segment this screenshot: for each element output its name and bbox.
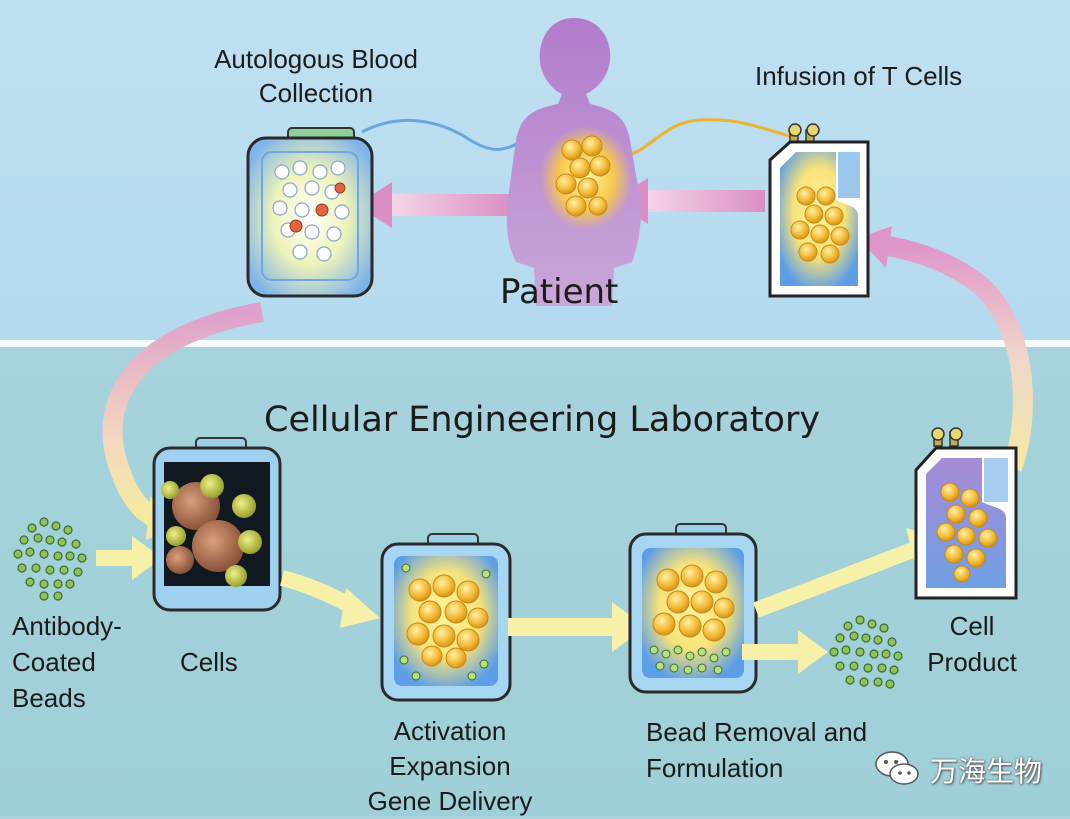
label-cellular-engineering-laboratory: Cellular Engineering Laboratory — [264, 400, 821, 440]
arrow-activation-to-removal — [508, 602, 646, 652]
patient-infused-cells — [555, 135, 611, 217]
label-cell-product: Cell Product — [927, 611, 1017, 677]
label-infusion-of-t-cells: Infusion of T Cells — [755, 61, 963, 91]
arrow-patient-to-collection — [356, 182, 512, 228]
label-autologous-blood-collection: Autologous Blood Collection — [214, 44, 418, 108]
bead-removal-bag — [628, 523, 758, 694]
collection-bag — [246, 127, 374, 298]
watermark-text: 万海生物 — [930, 756, 1043, 787]
zone-divider — [0, 340, 1070, 347]
antibody-beads-cluster — [13, 517, 87, 601]
cell-product-bag — [914, 427, 1018, 600]
label-cells: Cells — [180, 647, 238, 677]
cells-bag — [152, 437, 282, 612]
watermark-logo: 万海生物 — [872, 746, 1052, 790]
label-bead-removal-and-formulation: Bead Removal and Formulation — [646, 717, 868, 783]
infusion-bag — [768, 123, 870, 298]
label-antibody-coated-beads: Antibody- Coated Beads — [12, 611, 122, 713]
infusion-tube — [614, 118, 791, 160]
arrow-beads-to-cells — [96, 536, 162, 580]
label-activation-expansion-gene-delivery: Activation Expansion Gene Delivery — [367, 716, 533, 816]
removed-beads-cluster — [829, 615, 903, 689]
collection-tube — [361, 119, 526, 151]
wechat-icon — [875, 751, 919, 785]
label-patient: Patient — [500, 272, 619, 312]
arrow-beads-removed — [742, 630, 828, 674]
arrow-cells-to-activation — [279, 570, 380, 628]
activation-bag — [380, 533, 512, 702]
